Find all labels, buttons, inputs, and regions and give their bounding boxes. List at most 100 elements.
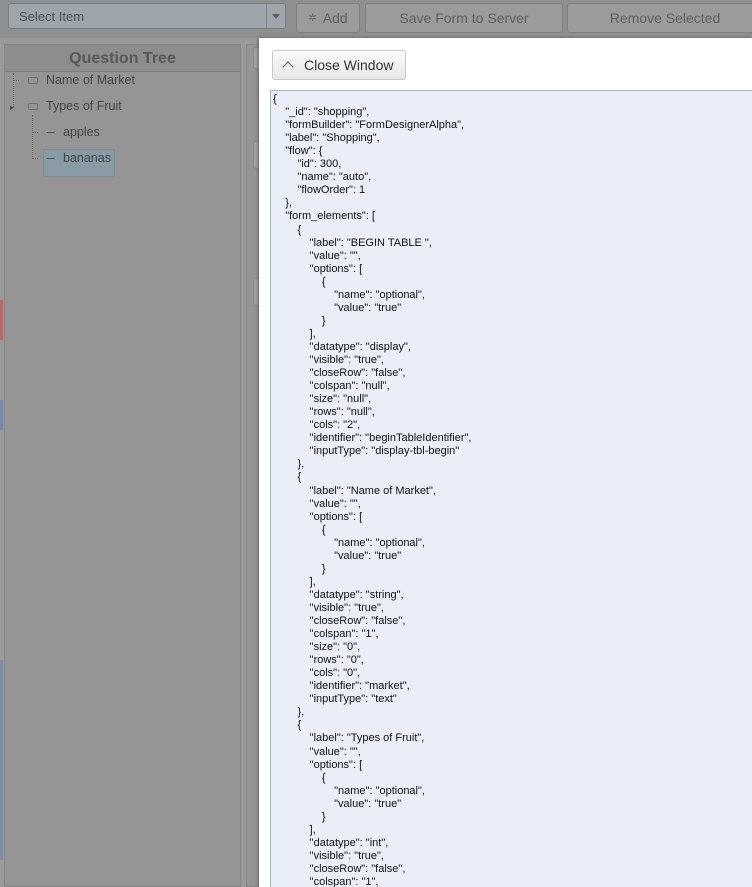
json-line: "closeRow": "false", <box>273 862 406 875</box>
json-line: { <box>273 93 277 105</box>
json-line: ], <box>273 823 316 836</box>
edge-fragment <box>0 300 3 340</box>
add-button-label: Add <box>322 10 348 26</box>
json-line: { <box>273 275 326 288</box>
json-line: "rows": "0", <box>273 654 364 667</box>
json-line: "identifier": "beginTableIdentifier", <box>273 432 472 445</box>
select-item-dropdown[interactable]: Select Item <box>8 3 286 29</box>
tree-node-label: Name of Market <box>46 73 135 87</box>
json-line: { <box>273 471 302 484</box>
tree-node-bananas[interactable]: bananas <box>47 151 111 165</box>
chevron-up-icon <box>282 61 294 73</box>
tree-node-apples[interactable]: apples <box>47 125 100 139</box>
json-line: "value": "", <box>273 249 361 262</box>
json-line: }, <box>273 706 305 719</box>
edge-fragment <box>0 400 3 430</box>
json-line: "value": "true" <box>273 797 402 810</box>
chevron-down-icon <box>266 4 285 28</box>
tree-connector <box>32 132 38 133</box>
tree-node-label: Types of Fruit <box>46 99 122 113</box>
json-line: "cols": "0", <box>273 667 361 680</box>
question-tree-panel: Question Tree Name of Market ▸ Types of F… <box>4 44 241 887</box>
json-line: { <box>273 771 326 784</box>
json-line: "id": 300, <box>273 158 342 171</box>
select-item-placeholder: Select Item <box>19 9 85 24</box>
json-line: "visible": "true", <box>273 601 384 614</box>
json-line: { <box>273 719 302 732</box>
save-form-button[interactable]: Save Form to Server <box>365 3 563 33</box>
question-tree-title: Question Tree <box>5 45 240 72</box>
tree-connector <box>13 73 14 107</box>
close-window-button[interactable]: Close Window <box>272 50 406 80</box>
tree-node-name-of-market[interactable]: Name of Market <box>28 73 135 87</box>
json-line: "colspan": "null", <box>273 380 390 393</box>
json-line: "name": "optional", <box>273 536 425 549</box>
json-line: ], <box>273 327 316 340</box>
tree-connector <box>32 158 38 159</box>
json-line: "value": "true" <box>273 549 402 562</box>
json-line: "_id": "shopping", <box>273 106 370 119</box>
json-line: "options": [ <box>273 262 363 275</box>
json-line: "identifier": "market", <box>273 680 410 693</box>
json-line: "label": "Types of Fruit", <box>273 732 425 745</box>
toolbar: Select Item ✲ Add Save Form to Server Re… <box>0 0 752 38</box>
json-line: "name": "auto", <box>273 171 372 184</box>
json-line: "colspan": "1", <box>273 876 379 887</box>
json-line: "value": "", <box>273 745 361 758</box>
json-line: "size": "null", <box>273 393 372 406</box>
input-box-icon <box>28 103 38 111</box>
leaf-icon <box>47 158 55 160</box>
json-modal-window: Close Window { "_id": "shopping", "formB… <box>259 38 752 887</box>
add-button[interactable]: ✲ Add <box>296 3 360 33</box>
json-output-textarea[interactable]: { "_id": "shopping", "formBuilder": "For… <box>270 90 752 887</box>
json-line: "value": "", <box>273 497 361 510</box>
json-line: } <box>273 314 326 327</box>
json-line: "closeRow": "false", <box>273 367 406 380</box>
json-line: } <box>273 810 326 823</box>
tree-node-label: bananas <box>63 151 111 165</box>
json-line: "visible": "true", <box>273 849 384 862</box>
json-line: "inputType": "text" <box>273 693 397 706</box>
json-line: "datatype": "string", <box>273 588 404 601</box>
tree-connector <box>13 80 19 81</box>
json-line: "cols": "2", <box>273 419 361 432</box>
gear-icon: ✲ <box>308 12 317 24</box>
json-line: "form_elements": [ <box>273 210 375 223</box>
selected-node-highlight <box>43 149 115 177</box>
tree-node-label: apples <box>63 125 100 139</box>
tree-node-types-of-fruit[interactable]: ▸ Types of Fruit <box>10 99 122 113</box>
json-line: "colspan": "1", <box>273 628 379 641</box>
leaf-icon <box>47 132 55 134</box>
json-line: "closeRow": "false", <box>273 615 406 627</box>
json-line: }, <box>273 197 292 210</box>
json-line: "formBuilder": "FormDesignerAlpha", <box>273 119 465 132</box>
tree-connector <box>32 115 33 159</box>
json-line: "options": [ <box>273 758 363 771</box>
close-window-label: Close Window <box>304 57 394 73</box>
save-form-label: Save Form to Server <box>399 10 529 26</box>
json-line: { <box>273 223 302 236</box>
json-line: "value": "true" <box>273 301 402 314</box>
json-line: "label": "Name of Market", <box>273 484 436 497</box>
json-line: "label": "Shopping", <box>273 132 380 145</box>
expander-icon: ▸ <box>10 103 15 112</box>
json-line: "rows": "null", <box>273 406 375 419</box>
json-line: "flow": { <box>273 145 323 158</box>
json-line: "name": "optional", <box>273 288 425 301</box>
json-line: "label": "BEGIN TABLE ", <box>273 236 432 249</box>
json-line: } <box>273 562 326 575</box>
remove-selected-label: Remove Selected <box>609 10 721 26</box>
json-line: "name": "optional", <box>273 784 425 797</box>
json-line: { <box>273 523 326 536</box>
json-line: "datatype": "int", <box>273 836 389 849</box>
json-line: "options": [ <box>273 510 363 523</box>
remove-selected-button[interactable]: Remove Selected <box>567 3 752 33</box>
json-line: }, <box>273 458 305 471</box>
json-line: "inputType": "display-tbl-begin" <box>273 445 460 458</box>
chat-bubble-icon <box>28 77 38 85</box>
json-line: "size": "0", <box>273 641 361 654</box>
json-line: "datatype": "display", <box>273 340 411 353</box>
json-line: "visible": "true", <box>273 354 384 366</box>
edge-fragment <box>0 660 3 860</box>
json-line: ], <box>273 575 316 588</box>
